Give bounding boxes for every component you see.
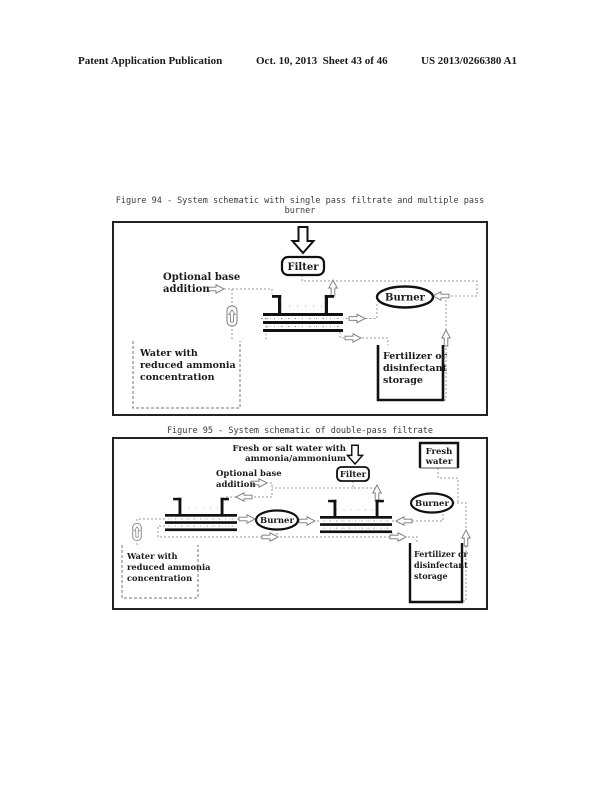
header-publication: Patent Application Publication bbox=[78, 55, 223, 67]
membrane-contactor-right bbox=[319, 499, 393, 534]
feed-arrow-icon bbox=[291, 226, 315, 254]
valve-icon bbox=[348, 313, 366, 324]
valve-icon bbox=[207, 284, 225, 294]
figure94-caption-line1: Figure 94 - System schematic with single… bbox=[115, 196, 485, 206]
contactor-drain-line bbox=[261, 318, 267, 341]
valve-icon bbox=[372, 484, 382, 502]
optional-base-line1: Optional base bbox=[216, 469, 282, 479]
header-date-sheet: Oct. 10, 2013 Sheet 43 of 46 bbox=[256, 55, 388, 67]
fresh-water-line1: Fresh bbox=[426, 447, 453, 457]
figure95-caption-line: Figure 95 - System schematic of double-p… bbox=[166, 426, 434, 436]
water-tank-line2: reduced ammonia bbox=[127, 562, 211, 572]
water-tank-line1: Water with bbox=[139, 348, 198, 359]
water-tank: Water with reduced ammonia concentration bbox=[132, 341, 241, 409]
optional-base-line1: Optional base bbox=[163, 272, 240, 283]
valve-icon bbox=[344, 333, 362, 343]
optional-base-label: Optional base addition bbox=[216, 469, 282, 490]
figure94-caption-line2: burner bbox=[284, 206, 316, 216]
figure94-diagram: Filter Burner Optional base addition Wat… bbox=[112, 221, 488, 416]
concentrate-line bbox=[157, 525, 418, 543]
valve-icon bbox=[235, 492, 253, 502]
fresh-water-box: Fresh water bbox=[418, 441, 460, 469]
water-tank-line3: concentration bbox=[140, 372, 215, 383]
valve-icon bbox=[441, 329, 451, 347]
burner-right-label: Burner bbox=[415, 499, 449, 509]
pump-icon bbox=[132, 523, 142, 541]
water-tank: Water with reduced ammonia concentration bbox=[121, 545, 211, 599]
valve-icon bbox=[395, 516, 413, 526]
storage-tank-line3: storage bbox=[414, 571, 448, 581]
burner-middle-label: Burner bbox=[260, 516, 294, 526]
pump-icon bbox=[226, 305, 238, 327]
feed-label: Fresh or salt water with ammonia/ammoniu… bbox=[233, 444, 346, 464]
valve-icon bbox=[328, 279, 338, 297]
valve-icon bbox=[261, 532, 279, 542]
filtrate-line bbox=[301, 275, 478, 297]
optional-base-line2: addition bbox=[216, 480, 256, 490]
water-tank-line2: reduced ammonia bbox=[140, 360, 236, 371]
concentrate-line bbox=[339, 332, 389, 345]
figure95-border bbox=[112, 437, 488, 610]
storage-tank: Fertilizer or disinfectant storage bbox=[376, 345, 448, 402]
base-addition-line bbox=[204, 288, 273, 294]
figure95-caption: Figure 95 - System schematic of double-p… bbox=[110, 426, 490, 436]
storage-return-line bbox=[441, 296, 447, 401]
figure94-caption: Figure 94 - System schematic with single… bbox=[110, 196, 490, 216]
storage-tank-line2: disinfectant bbox=[414, 560, 468, 570]
optional-base-line2: addition bbox=[163, 284, 210, 295]
membrane-contactor bbox=[262, 294, 344, 333]
feed-line1: Fresh or salt water with bbox=[233, 444, 346, 454]
filtrate-line-1 bbox=[352, 481, 378, 499]
storage-return-line bbox=[453, 502, 467, 602]
storage-tank-line1: Fertilizer or bbox=[414, 549, 468, 559]
filter-box: Filter bbox=[336, 466, 370, 482]
filter-label: Filter bbox=[340, 470, 367, 480]
optional-base-label: Optional base addition bbox=[163, 272, 240, 295]
water-tank-line3: concentration bbox=[127, 573, 192, 583]
water-tank-line1: Water with bbox=[126, 551, 178, 561]
valve-icon bbox=[432, 291, 450, 301]
figure94-border bbox=[112, 221, 488, 416]
feed-line2: ammonia/ammonium bbox=[245, 454, 346, 464]
valve-icon bbox=[238, 514, 256, 524]
filter-box: Filter bbox=[280, 255, 326, 277]
filter-label: Filter bbox=[288, 262, 320, 273]
header-patent-number: US 2013/0266380 A1 bbox=[421, 55, 517, 67]
feed-arrow-icon bbox=[346, 444, 364, 465]
valve-icon bbox=[298, 516, 316, 526]
storage-tank-line3: storage bbox=[383, 375, 423, 386]
fresh-water-line bbox=[437, 468, 459, 503]
burner-label: Burner bbox=[385, 293, 426, 304]
burner-right-oval: Burner bbox=[409, 492, 455, 514]
storage-tank-line1: Fertilizer or bbox=[383, 351, 448, 362]
membrane-contactor-left bbox=[164, 497, 238, 532]
storage-tank-line2: disinfectant bbox=[383, 363, 447, 374]
burner-oval: Burner bbox=[375, 285, 435, 309]
figure95-diagram: Fresh or salt water with ammonia/ammoniu… bbox=[112, 437, 488, 610]
burner-middle-oval: Burner bbox=[254, 509, 300, 531]
storage-tank: Fertilizer or disinfectant storage bbox=[408, 543, 468, 604]
fresh-water-line2: water bbox=[425, 457, 453, 467]
